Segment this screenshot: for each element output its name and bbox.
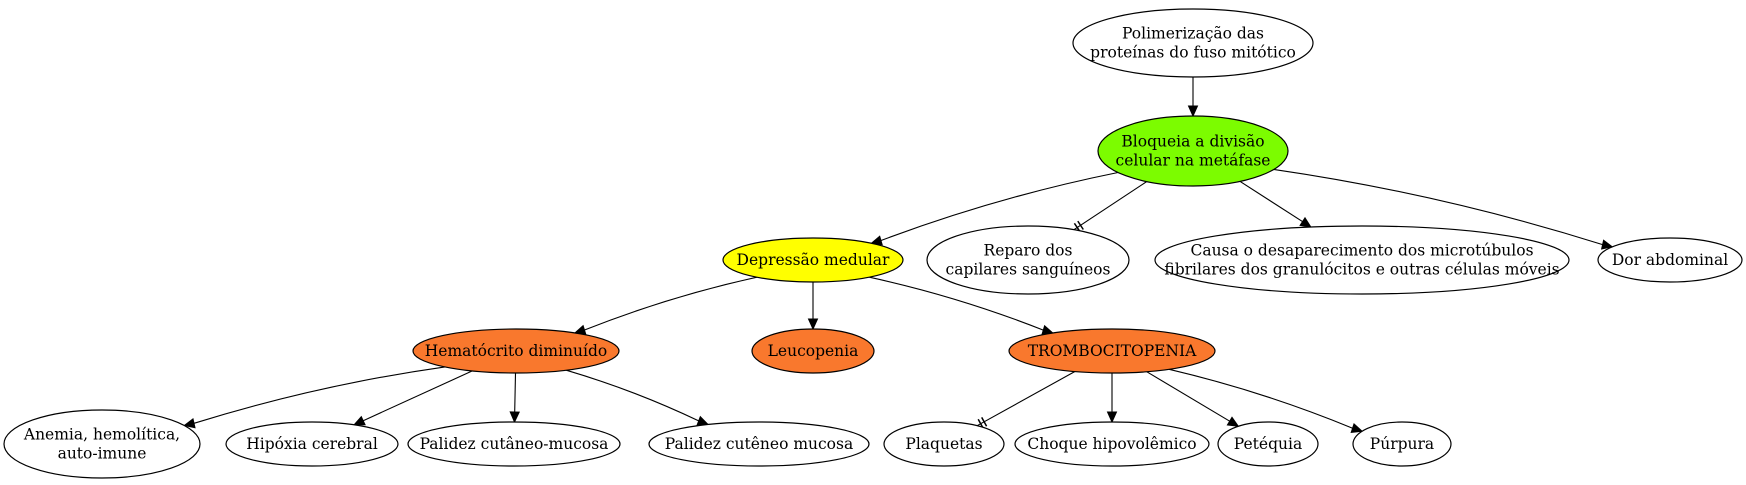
node-shape (1597, 237, 1743, 283)
node-label: auto-imune (58, 445, 147, 463)
node-label: Dor abdominal (1612, 251, 1728, 269)
edge-hematocrito-to-hipoxia (352, 370, 473, 426)
edge-line (514, 372, 517, 413)
edge-line (1073, 181, 1148, 231)
arrowhead (696, 415, 710, 426)
node-anemia: Anemia, hemolítica,auto-imune (3, 409, 201, 479)
node-shape (722, 237, 904, 283)
node-label: Choque hipovolêmico (1027, 435, 1196, 453)
node-shape (648, 421, 870, 467)
edge-bloqueia-to-dor (1273, 168, 1614, 250)
node-hematocrito: Hematócrito diminuído (412, 328, 620, 374)
edge-line (193, 366, 446, 424)
node-label: fibrilares dos granulócitos e outras cél… (1164, 261, 1559, 279)
node-label: celular na metáfase (1116, 152, 1271, 170)
tee-mark (1077, 220, 1084, 230)
node-shape (1217, 421, 1319, 467)
edge-bloqueia-to-causa (1239, 180, 1312, 228)
arrowhead (509, 411, 520, 424)
arrowhead (352, 415, 366, 426)
edge-line (1273, 168, 1603, 246)
node-shape (1072, 8, 1314, 78)
node-label: Palidez cutâneo-mucosa (420, 435, 609, 453)
arrowhead (1187, 105, 1199, 118)
node-shape (1097, 115, 1289, 187)
node-label: Reparo dos (984, 242, 1073, 260)
node-label: Hematócrito diminuído (425, 342, 607, 360)
node-label: Bloqueia a divisão (1121, 133, 1264, 151)
node-purpura: Púrpura (1352, 421, 1452, 467)
node-leucopenia: Leucopenia (751, 328, 875, 374)
node-shape (225, 421, 399, 467)
node-shape (926, 225, 1130, 295)
node-label: Palidez cutêneo mucosa (665, 435, 853, 453)
node-palidez2: Palidez cutêneo mucosa (648, 421, 870, 467)
node-shape (407, 421, 621, 467)
node-label: Depressão medular (737, 251, 890, 269)
edge-trombocitopenia-to-choque (1106, 373, 1118, 424)
node-shape (1008, 328, 1216, 374)
edge-bloqueia-to-reparo (1073, 181, 1148, 233)
edge-line (1168, 368, 1353, 429)
node-label: Causa o desaparecimento dos microtúbulos (1190, 242, 1533, 260)
node-causa: Causa o desaparecimento dos microtúbulos… (1154, 225, 1570, 295)
node-shape (412, 328, 620, 374)
edge-line (584, 276, 758, 331)
node-shape (1014, 421, 1210, 467)
node-shape (883, 421, 1005, 467)
edge-hematocrito-to-palidez1 (509, 372, 520, 424)
edge-line (1146, 371, 1230, 422)
node-label: Petéquia (1234, 435, 1302, 453)
node-depressao: Depressão medular (722, 237, 904, 283)
node-label: Hipóxia cerebral (246, 435, 378, 453)
edge-depressao-to-leucopenia (807, 282, 819, 331)
arrowhead (1350, 423, 1364, 433)
edge-line (976, 371, 1076, 427)
node-label: Anemia, hemolítica, (23, 426, 180, 444)
edge-line (869, 276, 1044, 331)
edge-trombocitopenia-to-petequia (1146, 371, 1240, 427)
edges-layer (183, 77, 1614, 433)
node-label: TROMBOCITOPENIA (1028, 342, 1197, 360)
node-shape (751, 328, 875, 374)
arrowhead (1106, 411, 1118, 424)
edge-line (362, 370, 473, 422)
node-label: Polimerização das (1122, 25, 1264, 43)
edge-hematocrito-to-anemia (183, 366, 446, 429)
tee-mark (981, 417, 988, 427)
edge-line (566, 369, 699, 422)
node-dor: Dor abdominal (1597, 237, 1743, 283)
node-label: Plaquetas (905, 435, 982, 453)
arrowhead (1600, 239, 1614, 250)
node-label: Leucopenia (768, 342, 859, 360)
edge-hematocrito-to-palidez2 (566, 369, 710, 426)
arrowhead (1299, 216, 1312, 228)
node-plaquetas: Plaquetas (883, 421, 1005, 467)
node-shape (1154, 225, 1570, 295)
node-hipoxia: Hipóxia cerebral (225, 421, 399, 467)
edge-line (880, 171, 1119, 242)
edge-trombocitopenia-to-plaquetas (976, 371, 1076, 429)
node-palidez1: Palidez cutâneo-mucosa (407, 421, 621, 467)
arrowhead (183, 418, 196, 429)
edge-line (1239, 180, 1303, 223)
arrowhead (1226, 416, 1240, 427)
node-shape (1352, 421, 1452, 467)
node-trombocitopenia: TROMBOCITOPENIA (1008, 328, 1216, 374)
node-label: Púrpura (1370, 435, 1434, 453)
node-choque: Choque hipovolêmico (1014, 421, 1210, 467)
node-label: capilares sanguíneos (946, 261, 1111, 279)
node-petequia: Petéquia (1217, 421, 1319, 467)
edge-polimerizacao-to-bloqueia (1187, 77, 1199, 118)
node-label: proteínas do fuso mitótico (1090, 44, 1296, 62)
node-shape (3, 409, 201, 479)
arrowhead (807, 318, 819, 331)
edge-trombocitopenia-to-purpura (1168, 368, 1364, 433)
edge-depressao-to-hematocrito (573, 276, 758, 335)
